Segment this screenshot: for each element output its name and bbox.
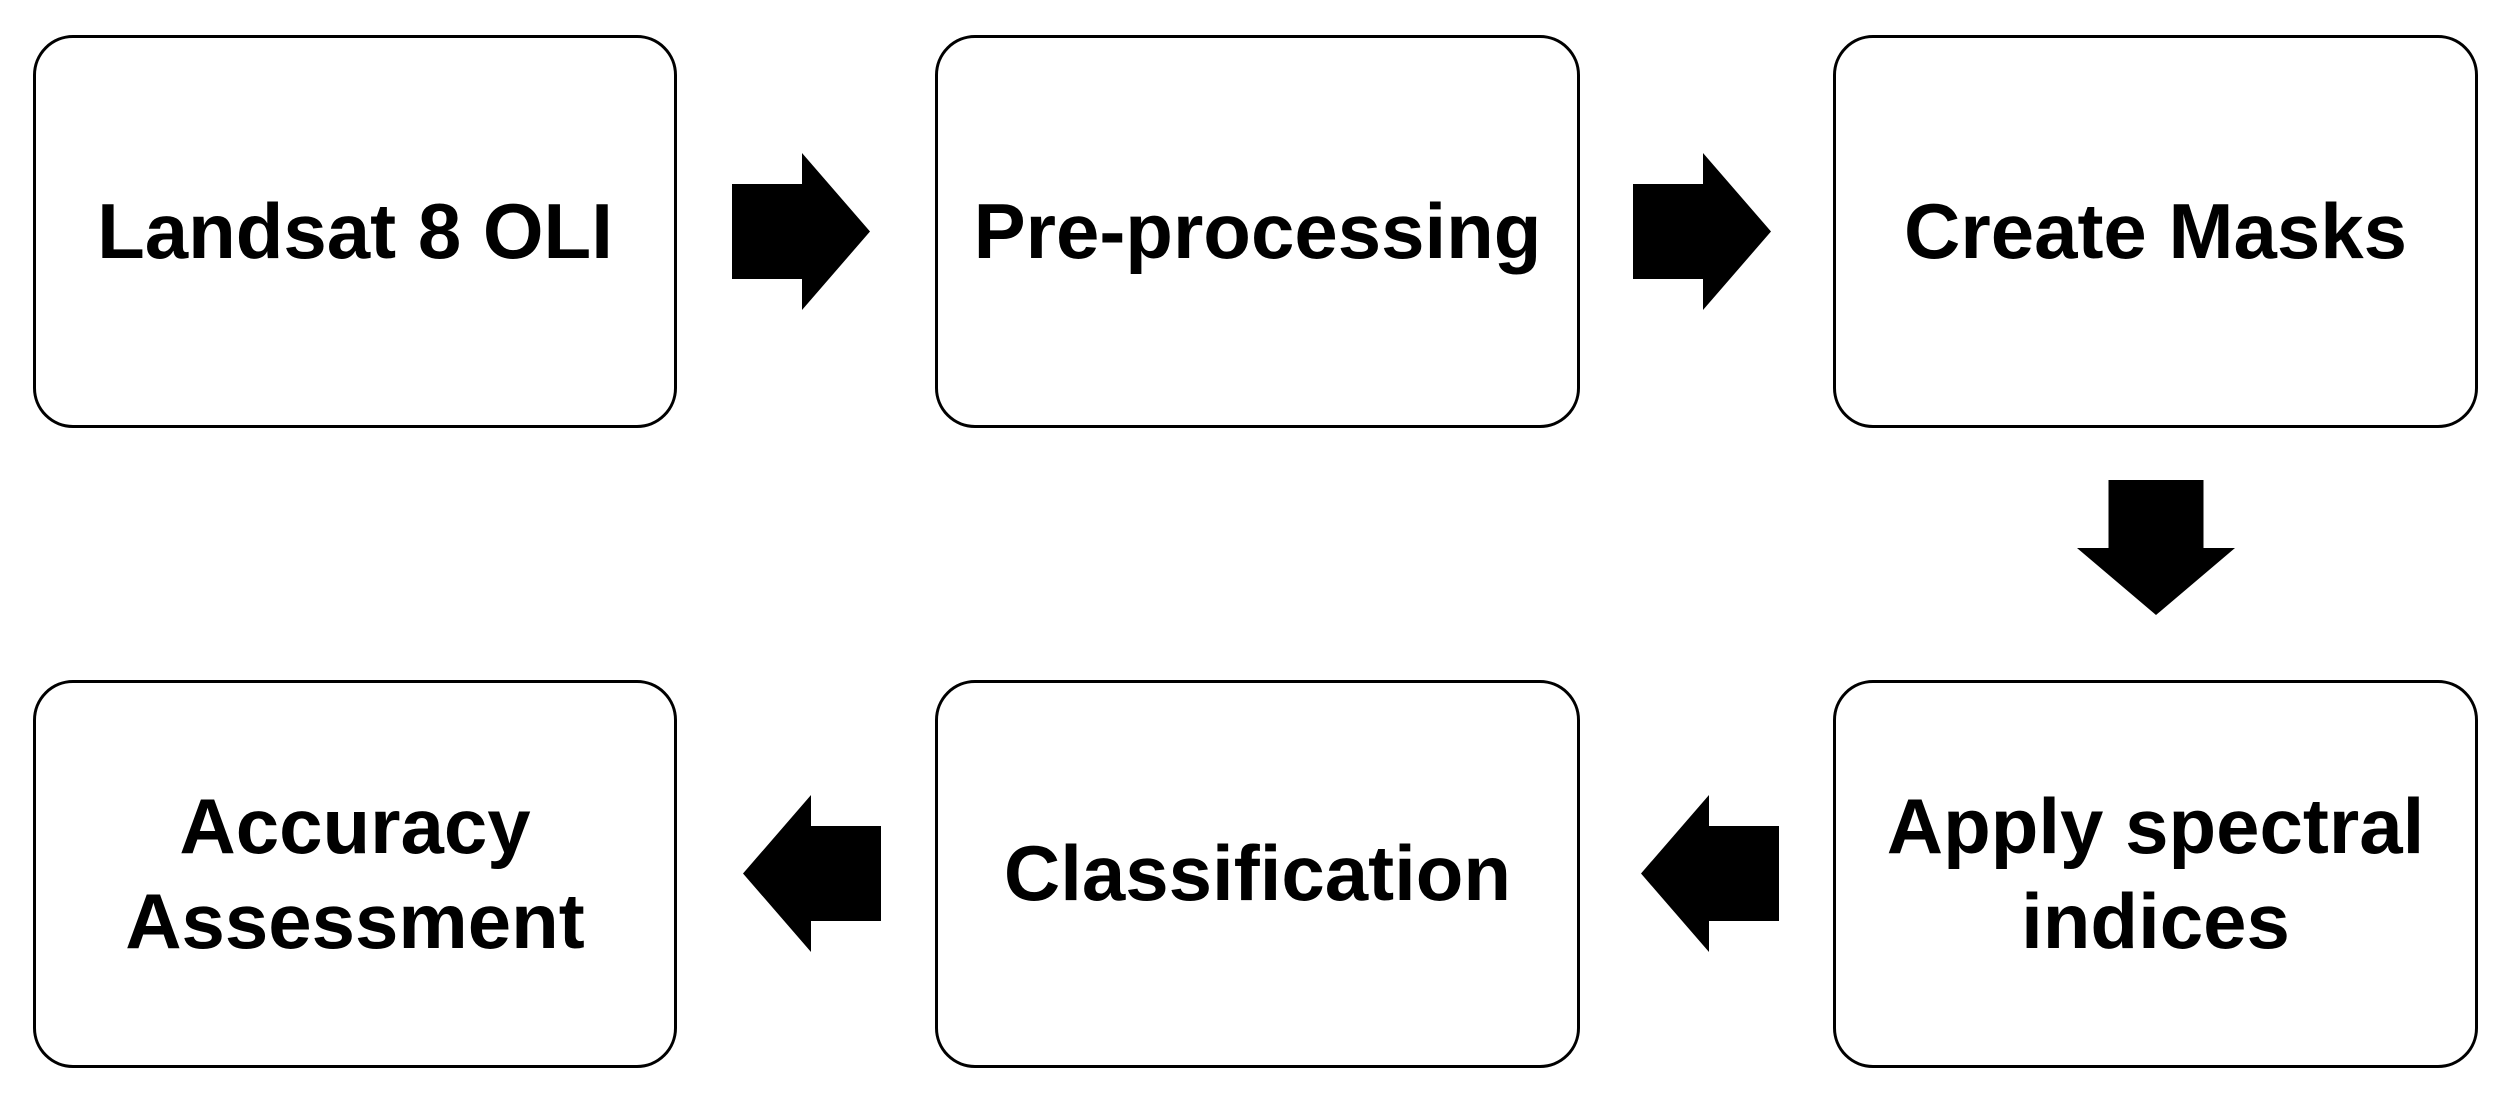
node-label: Landsat 8 OLI	[97, 186, 613, 275]
node-landsat-8-oli: Landsat 8 OLI	[33, 35, 677, 428]
node-label: Classification	[1003, 829, 1512, 918]
arrow-right-icon	[732, 153, 870, 310]
node-label: Accuracy Assessment	[125, 781, 585, 965]
node-accuracy-assessment: Accuracy Assessment	[33, 680, 677, 1068]
node-label: Create Masks	[1904, 186, 2407, 275]
node-create-masks: Create Masks	[1833, 35, 2478, 428]
node-label: Apply spectral indices	[1886, 781, 2425, 965]
arrow-right-icon	[1633, 153, 1771, 310]
node-apply-spectral-indices: Apply spectral indices	[1833, 680, 2478, 1068]
node-label: Pre-processing	[973, 186, 1542, 275]
node-pre-processing: Pre-processing	[935, 35, 1580, 428]
node-classification: Classification	[935, 680, 1580, 1068]
arrow-left-icon	[1641, 795, 1779, 952]
arrow-left-icon	[743, 795, 881, 952]
arrow-down-icon	[2077, 480, 2235, 615]
